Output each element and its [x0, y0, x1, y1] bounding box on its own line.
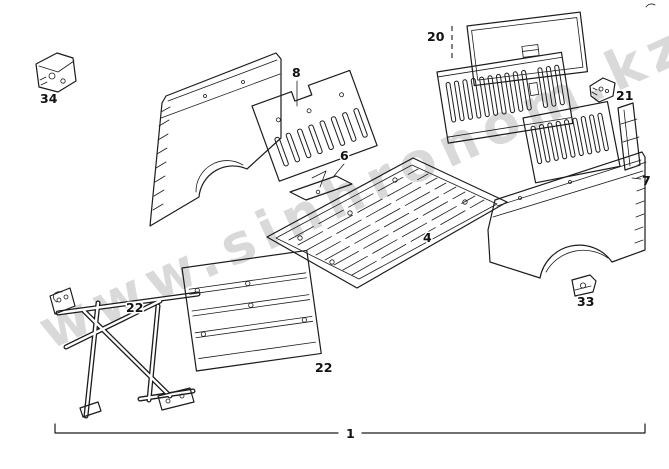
- part-33-clip: [571, 274, 597, 297]
- stake-rack-frame: [49, 287, 201, 419]
- part-label-22a: 22: [126, 300, 143, 315]
- part-label-1: 1: [346, 426, 355, 441]
- part-label-21: 21: [616, 88, 633, 103]
- part-34-bracket: [35, 52, 77, 93]
- tailgate-outer-panel: [466, 11, 589, 87]
- part-label-22b: 22: [315, 360, 332, 375]
- right-inner-panel: [522, 100, 621, 184]
- part-label-4: 4: [423, 230, 432, 245]
- left-side-panel: [149, 52, 282, 227]
- part-label-7: 7: [642, 173, 651, 188]
- front-inner-panel: [251, 69, 378, 182]
- corner-mark: [645, 3, 656, 8]
- leader-6: [333, 163, 345, 177]
- part-label-20: 20: [427, 29, 445, 44]
- part-label-8: 8: [292, 65, 301, 80]
- part-label-34: 34: [40, 91, 58, 106]
- front-rail-panel: [181, 249, 322, 372]
- part-label-33: 33: [577, 294, 594, 309]
- assembly-bracket-1: [54, 423, 646, 434]
- tailgate-inner-panel: [436, 51, 574, 144]
- part-label-6: 6: [340, 148, 349, 163]
- leader-7: [631, 177, 642, 180]
- floor-panel: [266, 157, 508, 289]
- part-6-bracket: [289, 170, 353, 201]
- panel-7: [617, 102, 641, 171]
- part-21-bracket: [589, 77, 616, 103]
- right-side-panel: [487, 151, 647, 279]
